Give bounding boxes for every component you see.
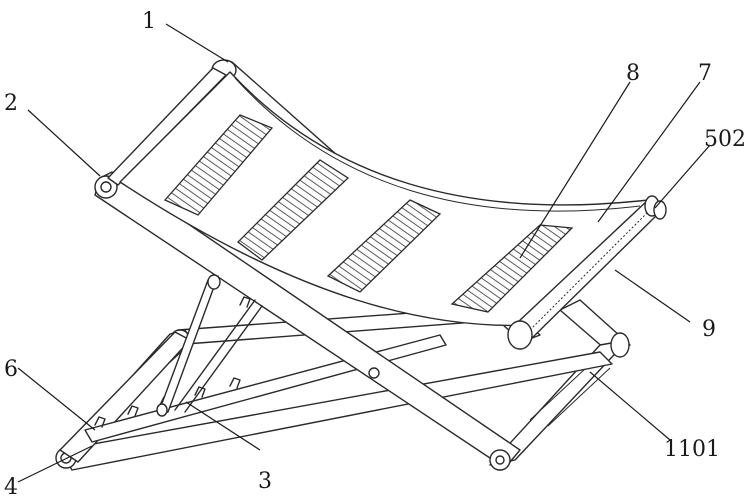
main-diagonal-bar xyxy=(94,171,521,471)
label-3: 3 xyxy=(258,469,272,494)
label-1101: 1101 xyxy=(664,437,720,462)
label-6: 6 xyxy=(4,357,18,382)
support-strut xyxy=(156,274,263,417)
label-502: 502 xyxy=(704,127,746,152)
hatched-pads xyxy=(163,114,574,313)
label-7: 7 xyxy=(698,61,712,86)
label-9: 9 xyxy=(702,317,716,342)
support-leg-1101 xyxy=(489,299,631,466)
leader-lines xyxy=(17,23,711,483)
label-1: 1 xyxy=(142,9,156,34)
label-2: 2 xyxy=(4,91,18,116)
label-4: 4 xyxy=(4,475,18,500)
label-8: 8 xyxy=(626,61,640,86)
